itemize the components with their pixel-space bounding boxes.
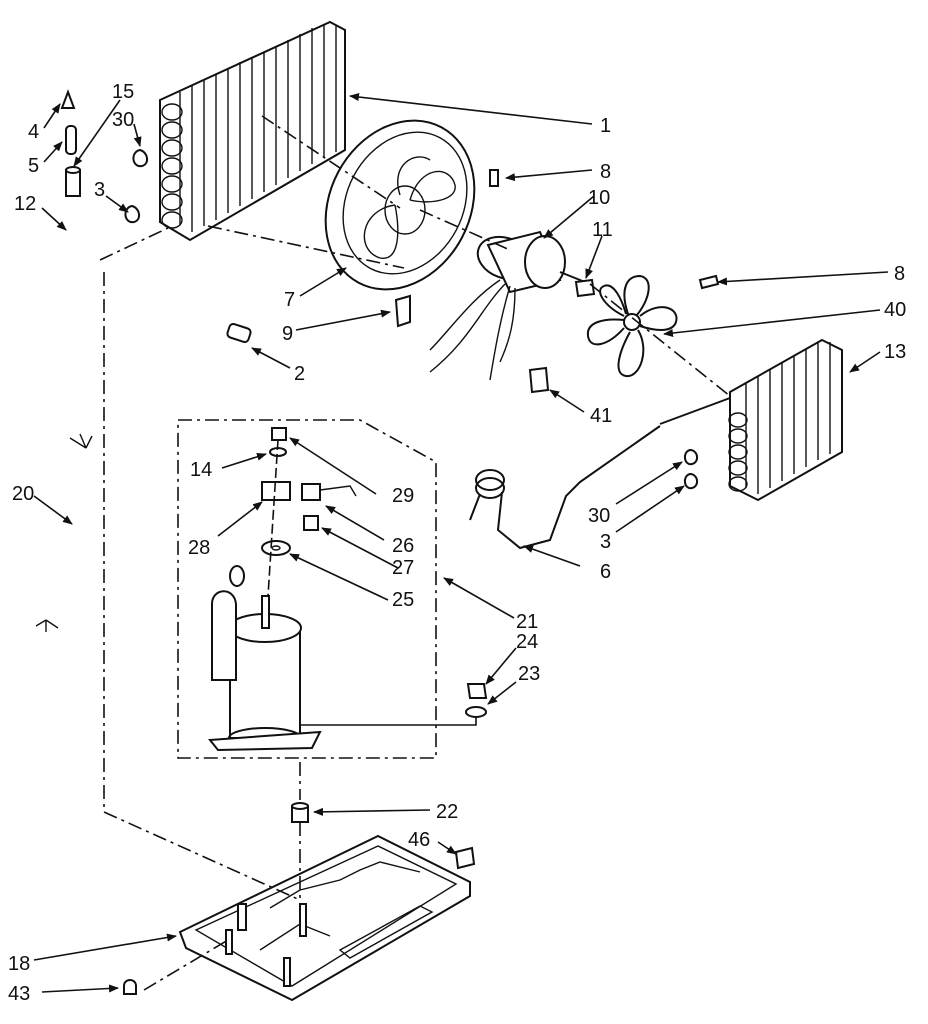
label-8-right: 8	[894, 263, 905, 285]
label-21: 21	[516, 611, 538, 633]
label-3-right: 3	[600, 531, 611, 553]
label-40: 40	[884, 299, 906, 321]
gasket-part	[261, 540, 291, 556]
label-24: 24	[516, 631, 538, 653]
spring-part	[303, 515, 319, 531]
label-11: 11	[592, 219, 613, 241]
fan-shroud	[324, 119, 476, 291]
terminal-nut-part	[271, 427, 287, 441]
label-20: 20	[12, 483, 34, 505]
clip-part-right-upper	[684, 448, 698, 466]
screw-part-upper	[489, 169, 499, 187]
label-43: 43	[8, 983, 30, 1005]
valve-core-part	[60, 89, 76, 109]
fan-motor	[429, 230, 591, 381]
compressor	[208, 565, 322, 752]
cap-part	[65, 166, 81, 197]
spacer-part	[226, 322, 252, 344]
label-5: 5	[28, 155, 39, 177]
compressor-assembly	[177, 419, 488, 759]
evaporator-coil	[659, 338, 843, 502]
callout-labels: 1 2 3 4 5 6 7 8 8 9 10 11 12 13 14 15 18…	[8, 81, 906, 1005]
label-14: 14	[190, 459, 212, 481]
label-28: 28	[188, 537, 210, 559]
label-7: 7	[284, 289, 295, 311]
label-part	[454, 846, 476, 870]
wire-harness	[35, 433, 93, 632]
label-26: 26	[392, 535, 414, 557]
nut-part-24	[466, 683, 488, 699]
label-4: 4	[28, 121, 39, 143]
label-10: 10	[588, 187, 610, 209]
label-13: 13	[884, 341, 906, 363]
relay-part	[261, 481, 291, 501]
label-3-upper: 3	[94, 179, 105, 201]
label-46: 46	[408, 829, 430, 851]
overload-part	[301, 483, 357, 501]
label-41: 41	[590, 405, 612, 427]
fan-blade	[586, 274, 678, 378]
label-30-right: 30	[588, 505, 610, 527]
screw-part-43	[123, 979, 137, 995]
label-18: 18	[8, 953, 30, 975]
clip-part-right-lower	[684, 472, 698, 490]
label-9: 9	[282, 323, 293, 345]
clip-part-upper-left	[132, 148, 148, 168]
screw-part-right	[698, 274, 720, 290]
washer-part-23	[465, 706, 487, 718]
label-22: 22	[436, 801, 458, 823]
label-23: 23	[518, 663, 540, 685]
label-8-upper: 8	[600, 161, 611, 183]
label-25: 25	[392, 589, 414, 611]
capillary-tube	[469, 425, 661, 550]
label-15: 15	[112, 81, 134, 103]
clamp-part	[574, 278, 596, 298]
label-12: 12	[14, 193, 36, 215]
bracket-part	[394, 294, 411, 328]
label-2: 2	[294, 363, 305, 385]
grommet-part-22	[291, 802, 309, 823]
tube-part	[65, 125, 77, 155]
label-1: 1	[600, 115, 611, 137]
clip-part-left	[124, 204, 140, 224]
label-6: 6	[600, 561, 611, 583]
label-29: 29	[392, 485, 414, 507]
tube-elbow-part	[67, 227, 169, 274]
leader-lines	[33, 93, 889, 993]
clip-part-41	[528, 366, 550, 394]
label-27: 27	[392, 557, 414, 579]
condenser-coil	[159, 20, 346, 242]
label-30-upper: 30	[112, 109, 134, 131]
base-pan	[178, 834, 471, 1002]
